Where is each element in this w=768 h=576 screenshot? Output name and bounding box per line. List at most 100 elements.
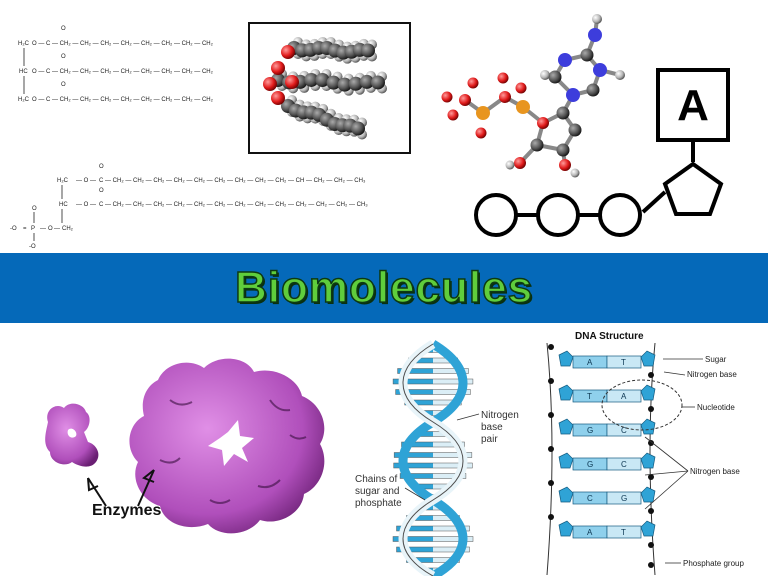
phosphate-dot	[548, 344, 554, 350]
base-letter-left: A	[587, 528, 593, 537]
triglyceride-row-2: HC O — C — CH₂ — CH₂ — CH₂ — CH₂ — CH₂ —…	[19, 54, 214, 75]
base-right	[606, 457, 642, 471]
base-right	[606, 355, 642, 369]
phosphate-o-left: -O	[10, 226, 17, 232]
helix-strand-a	[398, 340, 468, 576]
phosphate-dot	[648, 542, 654, 548]
base-letter-right: T	[621, 358, 626, 367]
label-nitrogen-base-top: Nitrogen base	[687, 370, 737, 379]
label-nitrogen-base-pair-1: Nitrogen	[481, 410, 519, 421]
phosphate-dot	[548, 378, 554, 384]
svg-text:O: O	[61, 82, 66, 88]
base-letter-left: G	[587, 426, 593, 435]
phosphate-o-top: O	[32, 206, 37, 212]
label-chains-1: Chains of	[355, 474, 397, 485]
svg-text:— O —: — O —	[76, 202, 96, 208]
sugar-pentagon-right	[640, 452, 656, 469]
phosphate-dot	[648, 406, 654, 412]
phospholipid-label-3: CH₂	[62, 226, 74, 232]
sugar-pentagon-left	[558, 350, 574, 367]
sugar-pentagon-right	[640, 418, 656, 435]
phosphate-circle-1	[474, 193, 518, 237]
sugar-pentagon-left	[558, 486, 574, 503]
svg-text:O: O	[61, 26, 66, 32]
label-sugar: Sugar	[705, 355, 727, 364]
phosphate-dot	[648, 372, 654, 378]
phosphate-dot	[648, 474, 654, 480]
base-letter-right: G	[621, 494, 627, 503]
base-letter-right: C	[621, 426, 627, 435]
base-letter-left: G	[587, 460, 593, 469]
label-chains-2: sugar and	[355, 486, 399, 497]
triglyceride-row-3: H₂C O — C — CH₂ — CH₂ — CH₂ — CH₂ — CH₂ …	[18, 82, 214, 103]
lipid-chains	[263, 36, 387, 140]
phospholipid-label-1: H₂C	[57, 178, 69, 184]
sugar-pentagon-right	[640, 486, 656, 503]
phosphate-dot	[548, 446, 554, 452]
base-right	[606, 491, 642, 505]
base-letter-left: C	[587, 494, 593, 503]
fatty-acid-chain-2: O — C — CH₂ — CH₂ — CH₂ — CH₂ — CH₂ — CH…	[32, 69, 214, 75]
phosphate-dot	[648, 562, 654, 568]
fatty-acid-chain-1: O — C — CH₂ — CH₂ — CH₂ — CH₂ — CH₂ — CH…	[32, 41, 214, 47]
page-title: Biomolecules	[234, 262, 534, 313]
triglyceride-formula: H₂C O — C — CH₂ — CH₂ — CH₂ — CH₂ — CH₂ …	[18, 26, 214, 103]
sugar-pentagon-right	[640, 350, 656, 367]
base-letter-right: C	[621, 460, 627, 469]
phosphate-dot	[548, 480, 554, 486]
label-nitrogen-base-pair-3: pair	[481, 434, 498, 445]
ribose-pentagon	[662, 161, 724, 216]
fatty-acid-chain-3: O — C — CH₂ — CH₂ — CH₂ — CH₂ — CH₂ — CH…	[32, 97, 214, 103]
adenine-symbol: A	[677, 81, 709, 130]
phosphate-dot	[548, 412, 554, 418]
glycerol-label-1: H₂C	[18, 41, 30, 47]
atp-schematic: A	[474, 68, 730, 237]
sugar-pentagon-left	[558, 384, 574, 401]
phosphate-circle-2	[536, 193, 580, 237]
glycerol-label-3: H₂C	[18, 97, 30, 103]
svg-text:O: O	[99, 164, 104, 170]
phosphate-o-right: O	[48, 226, 53, 232]
atp-ball-and-stick-model	[441, 14, 625, 178]
label-phosphate-group: Phosphate group	[683, 559, 744, 568]
dna-double-helix: Nitrogen base pair Chains of sugar and p…	[355, 340, 519, 576]
sugar-pentagon-left	[558, 418, 574, 435]
triglyceride-row-1: H₂C O — C — CH₂ — CH₂ — CH₂ — CH₂ — CH₂ …	[18, 26, 214, 47]
enzymes-label: Enzymes	[92, 502, 162, 519]
svg-text:—: —	[40, 226, 46, 232]
phospholipid-formula: H₂C — O — C — CH₂ — CH₂ — CH₂ — CH₂ — CH…	[10, 164, 368, 250]
base-letter-left: T	[587, 392, 592, 401]
sugar-pentagon-right	[640, 520, 656, 537]
label-nitrogen-base-pair-2: base	[481, 422, 503, 433]
base-right	[606, 525, 642, 539]
glycerol-label-2: HC	[19, 69, 28, 75]
enzyme-illustration	[45, 358, 325, 534]
base-letter-left: A	[587, 358, 593, 367]
svg-text:O: O	[99, 188, 104, 194]
phosphate-circle-3	[598, 193, 642, 237]
phospholipid-chain-2: C — CH₂ — CH₂ — CH₂ — CH₂ — CH₂ — CH₂ — …	[99, 202, 368, 208]
title-banner: Biomolecules	[0, 253, 768, 323]
small-enzyme-fragment	[45, 403, 99, 467]
base-letter-right: T	[621, 528, 626, 537]
svg-text:O: O	[61, 54, 66, 60]
nucleotide-outline	[601, 379, 683, 431]
phosphate-dot	[648, 440, 654, 446]
label-nitrogen-base-mid: Nitrogen base	[690, 467, 740, 476]
phosphate-o-bottom: -O	[29, 244, 36, 250]
label-chains-3: phosphate	[355, 498, 402, 509]
dna-structure-title: DNA Structure	[575, 331, 644, 342]
svg-text:— O —: — O —	[76, 178, 96, 184]
sugar-pentagon-right	[640, 384, 656, 401]
sugar-pentagon-left	[558, 520, 574, 537]
phosphate-dot	[648, 508, 654, 514]
svg-text:=: =	[23, 226, 27, 232]
label-nucleotide: Nucleotide	[697, 403, 735, 412]
